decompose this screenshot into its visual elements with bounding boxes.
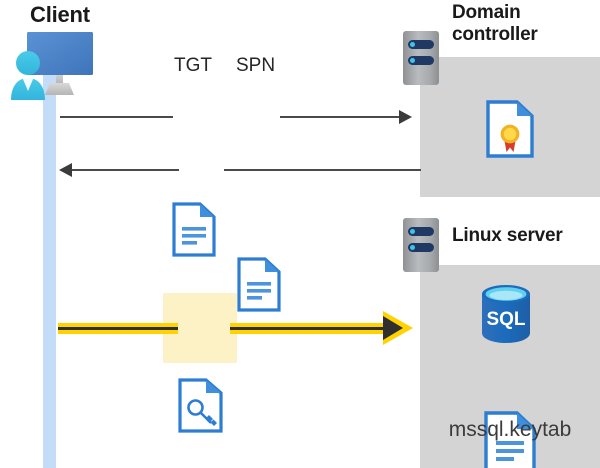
linux-server-title: Linux server [452, 225, 563, 246]
key-document-icon [178, 378, 600, 433]
message-2-line-left [72, 169, 179, 171]
client-lifeline [43, 68, 56, 468]
certificate-document-icon [486, 100, 600, 158]
tgt-document-icon [172, 202, 600, 257]
client-title: Client [30, 2, 90, 27]
spn-label: SPN [236, 55, 276, 76]
domain-controller-title: Domain controller [452, 2, 592, 46]
tgt-label: TGT [174, 55, 212, 76]
keytab-filename-label: mssql.keytab [448, 418, 572, 441]
spn-document-icon [237, 257, 600, 312]
message-1-arrowhead [399, 110, 412, 124]
message-3-line-left [58, 323, 178, 334]
sql-icon-text: SQL [486, 309, 525, 330]
client-computer-user-icon [5, 28, 105, 100]
domain-controller-title-line2: controller [452, 24, 538, 46]
domain-controller-server-icon [403, 31, 439, 85]
domain-controller-title-line1: Domain [452, 2, 521, 23]
message-1-line-left [60, 116, 173, 118]
message-1-line-right [280, 116, 400, 118]
message-2-arrowhead [59, 163, 72, 177]
message-3-line-right [230, 323, 385, 334]
sql-database-icon: SQL [478, 283, 534, 350]
message-2-line-right [224, 169, 421, 171]
keytab-document-icon [484, 411, 600, 468]
linux-server-server-icon [403, 218, 439, 272]
message-3-arrowhead-inner [383, 316, 403, 340]
